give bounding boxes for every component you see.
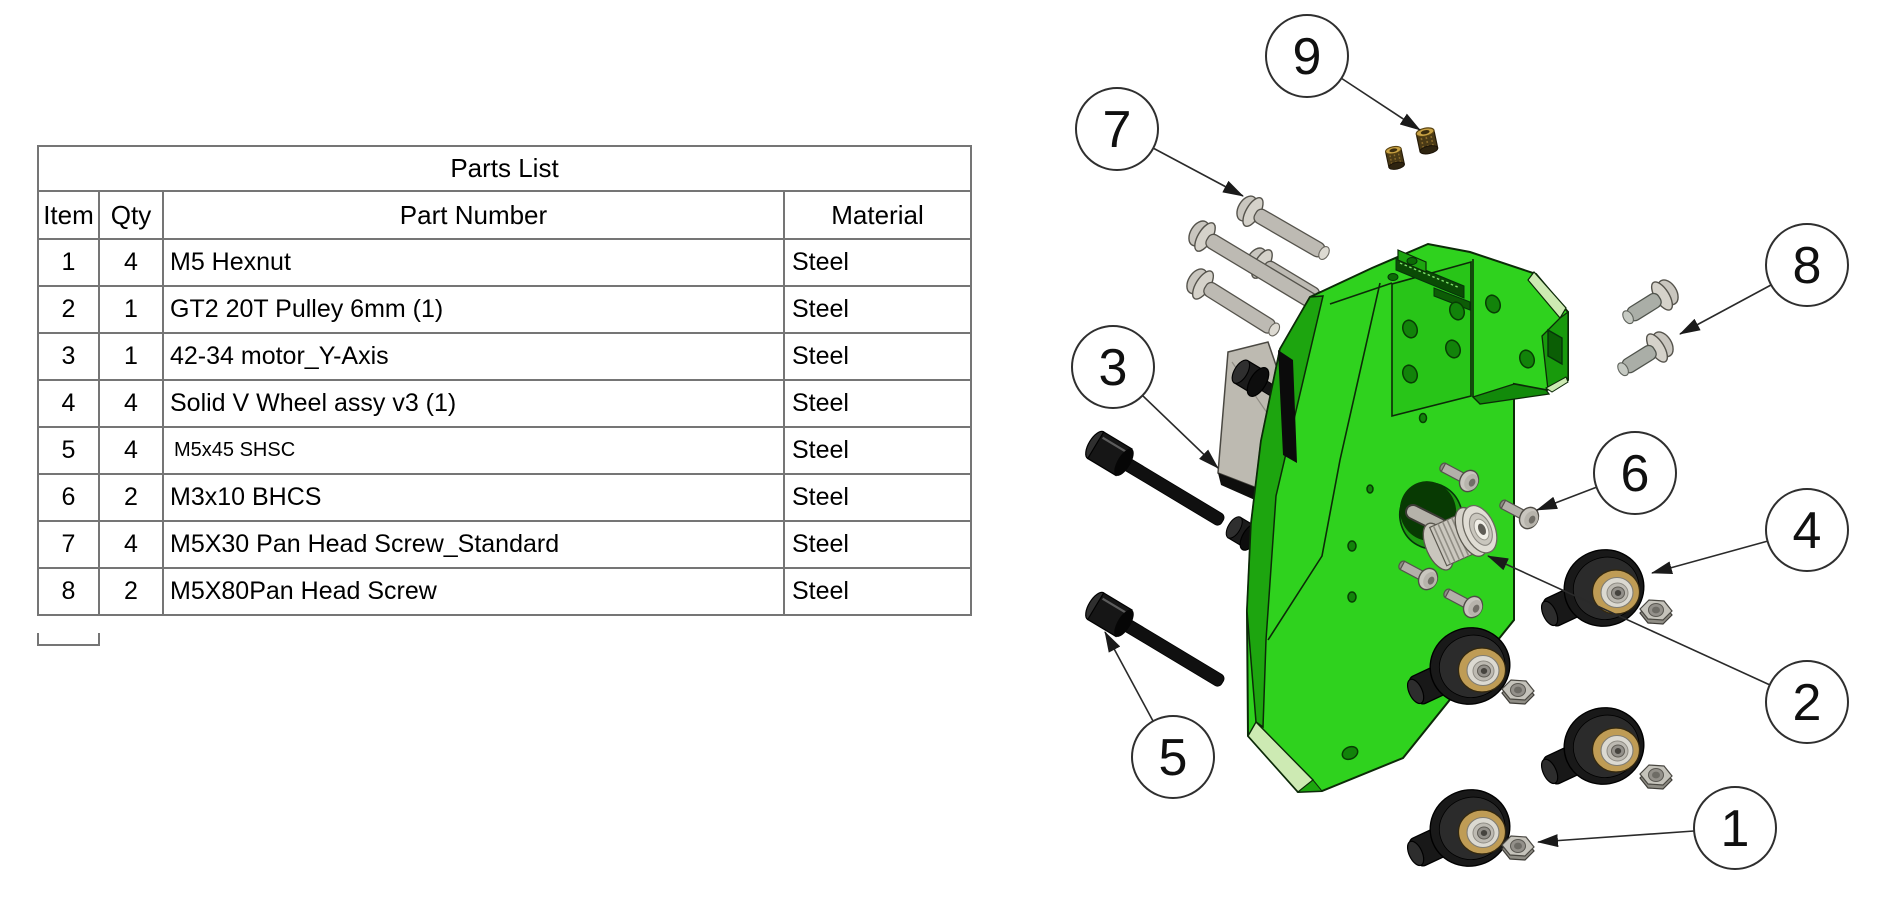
svg-text:5: 5 — [1159, 729, 1188, 787]
cell-part: M5 Hexnut — [162, 238, 785, 287]
table-title: Parts List — [37, 145, 972, 192]
parts-list-table: Parts List Item Qty Part Number Material… — [37, 145, 972, 646]
leader-balloon-9 — [1340, 77, 1421, 131]
cell-qty: 2 — [98, 473, 164, 522]
svg-text:6: 6 — [1621, 445, 1650, 503]
col-header-part: Part Number — [162, 190, 785, 240]
table-header-row: Item Qty Part Number Material — [37, 190, 972, 240]
svg-text:9: 9 — [1293, 28, 1322, 86]
cell-item: 6 — [37, 473, 100, 522]
cell-part: M5X80Pan Head Screw — [162, 567, 785, 616]
cell-material: Steel — [783, 473, 972, 522]
leader-lines — [1104, 77, 1772, 848]
cell-material: Steel — [783, 567, 972, 616]
col-header-qty: Qty — [98, 190, 164, 240]
cell-qty: 4 — [98, 379, 164, 428]
table-title-row: Parts List — [37, 145, 972, 192]
leader-balloon-3 — [1141, 394, 1219, 469]
col-header-material: Material — [783, 190, 972, 240]
shsc-screws-m5x45 — [1085, 430, 1225, 687]
hex-nut — [1639, 764, 1673, 790]
pan-head-screws-m5x80 — [1617, 273, 1685, 377]
balloon-4: 4 — [1765, 488, 1849, 572]
cell-part: 42-34 motor_Y-Axis — [162, 332, 785, 381]
cell-part: M5X30 Pan Head Screw_Standard — [162, 520, 785, 569]
col-header-item: Item — [37, 190, 100, 240]
leader-balloon-2 — [1487, 555, 1771, 686]
hex-nut — [1639, 599, 1673, 625]
svg-text:8: 8 — [1793, 237, 1822, 295]
plate-side-dark-strip — [1278, 350, 1297, 463]
cell-item: 8 — [37, 567, 100, 616]
cell-qty: 1 — [98, 332, 164, 381]
leader-balloon-1 — [1537, 830, 1695, 848]
cell-material: Steel — [783, 238, 972, 287]
cell-part: GT2 20T Pulley 6mm (1) — [162, 285, 785, 334]
balloon-1: 1 — [1693, 786, 1777, 870]
cell-item: 5 — [37, 426, 100, 475]
balloon-6: 6 — [1593, 431, 1677, 515]
cell-qty: 1 — [98, 285, 164, 334]
v-wheel — [1536, 538, 1655, 638]
cell-qty: 4 — [98, 238, 164, 287]
hex-nut — [1501, 679, 1535, 705]
cell-item: 3 — [37, 332, 100, 381]
cell-item: 2 — [37, 285, 100, 334]
svg-text:3: 3 — [1099, 339, 1128, 397]
cell-material: Steel — [783, 379, 972, 428]
plate-holes — [1341, 294, 1536, 761]
cell-qty: 2 — [98, 567, 164, 616]
leader-balloon-7 — [1152, 147, 1244, 197]
cell-material: Steel — [783, 520, 972, 569]
mount-plate — [1245, 242, 1569, 794]
cell-qty: 4 — [98, 426, 164, 475]
cell-item: 1 — [37, 238, 100, 287]
balloon-5: 5 — [1131, 715, 1215, 799]
cell-material: Steel — [783, 332, 972, 381]
hex-nut — [1501, 835, 1535, 861]
svg-text:7: 7 — [1103, 101, 1132, 159]
balloon-3: 3 — [1071, 325, 1155, 409]
balloon-9: 9 — [1265, 14, 1349, 98]
svg-text:1: 1 — [1721, 800, 1750, 858]
threaded-inserts — [1384, 125, 1440, 172]
cell-qty: 4 — [98, 520, 164, 569]
cropped-next-row-stub — [37, 633, 100, 646]
gt2-pulley — [1422, 504, 1498, 571]
svg-text:2: 2 — [1793, 674, 1822, 732]
cell-part: M5x45 SHSC — [162, 426, 785, 475]
balloon-7: 7 — [1075, 87, 1159, 171]
leader-balloon-8 — [1679, 284, 1772, 335]
svg-text:4: 4 — [1793, 502, 1822, 560]
balloon-8: 8 — [1765, 223, 1849, 307]
cell-part: M3x10 BHCS — [162, 473, 785, 522]
leader-balloon-4 — [1651, 540, 1769, 574]
cell-material: Steel — [783, 285, 972, 334]
leader-balloon-5 — [1104, 631, 1154, 722]
cell-item: 7 — [37, 520, 100, 569]
leader-balloon-6 — [1536, 486, 1598, 511]
v-wheel — [1402, 778, 1521, 878]
cell-material: Steel — [783, 426, 972, 475]
cell-item: 4 — [37, 379, 100, 428]
v-wheel — [1536, 696, 1655, 796]
balloon-2: 2 — [1765, 660, 1849, 744]
cell-part: Solid V Wheel assy v3 (1) — [162, 379, 785, 428]
